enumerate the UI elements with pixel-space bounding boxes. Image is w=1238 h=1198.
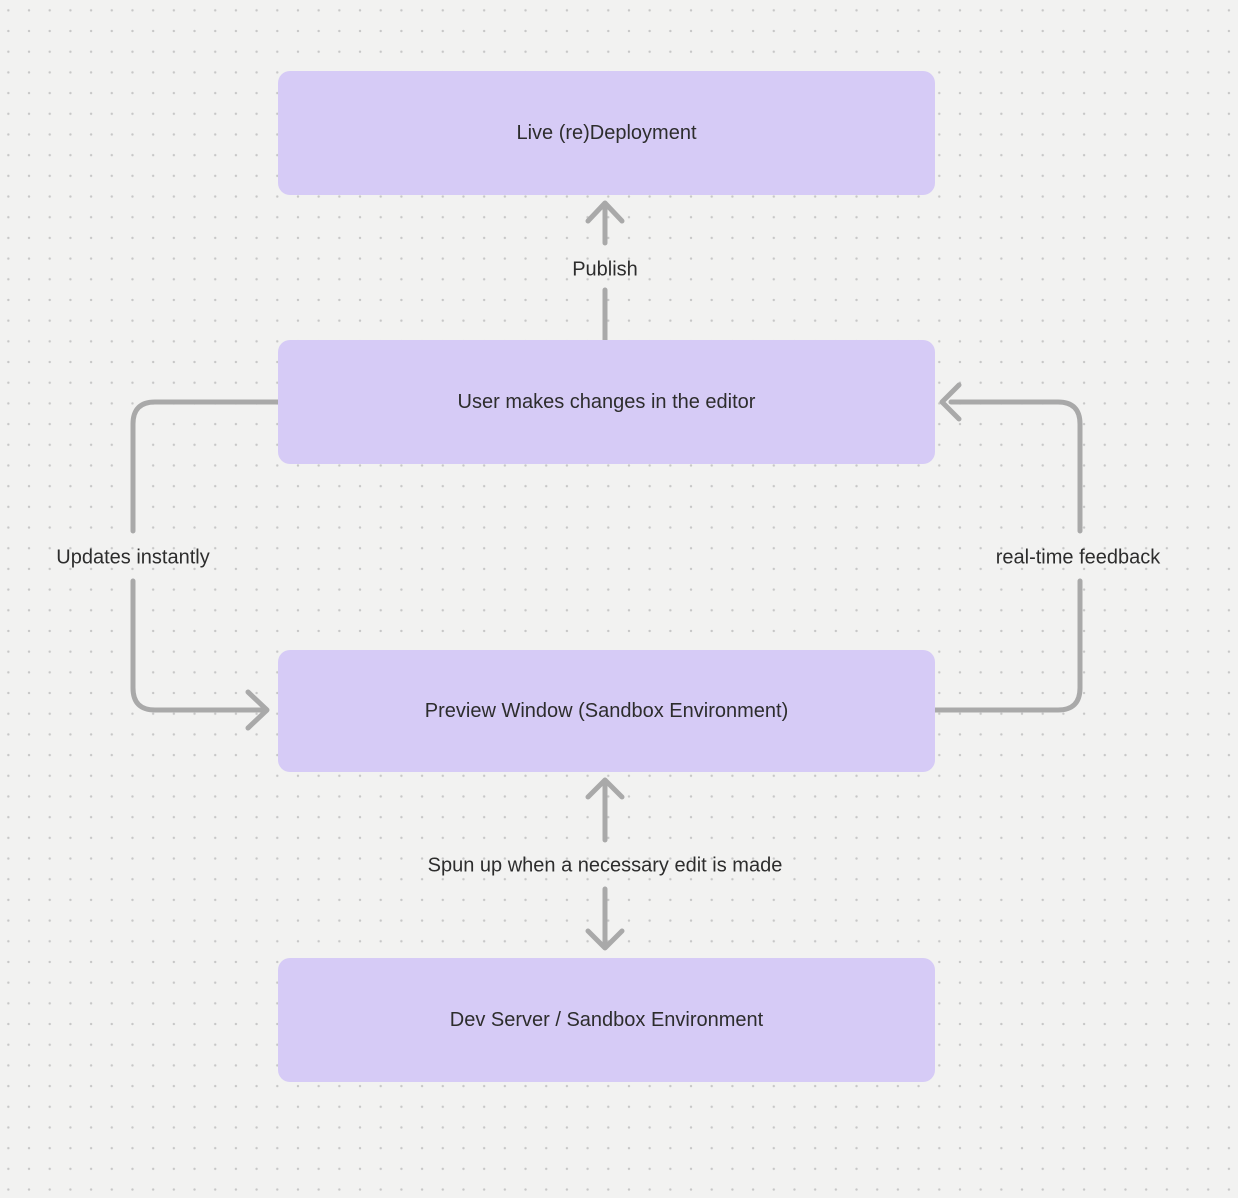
- edge-updates-instantly-arrow[interactable]: [130, 399, 281, 731]
- edge-spun-up-arrow[interactable]: [585, 777, 625, 951]
- edge-updates-instantly-label: Updates instantly: [56, 546, 210, 569]
- edge-real-time-feedback-arrow[interactable]: [932, 382, 1083, 713]
- node-dev-server[interactable]: Dev Server / Sandbox Environment: [278, 958, 935, 1082]
- node-preview-window[interactable]: Preview Window (Sandbox Environment): [278, 650, 935, 772]
- node-preview-window-label: Preview Window (Sandbox Environment): [424, 700, 789, 722]
- node-user-editor-label: User makes changes in the editor: [457, 391, 756, 413]
- node-live-redeployment[interactable]: Live (re)Deployment: [278, 71, 935, 195]
- edge-publish-label: Publish: [572, 258, 638, 281]
- edge-spun-up-label: Spun up when a necessary edit is made: [427, 854, 783, 877]
- edge-publish-arrow[interactable]: [585, 200, 625, 343]
- edge-real-time-feedback-label: real-time feedback: [995, 546, 1161, 569]
- node-live-redeployment-label: Live (re)Deployment: [516, 122, 697, 144]
- node-user-editor[interactable]: User makes changes in the editor: [278, 340, 935, 464]
- node-dev-server-label: Dev Server / Sandbox Environment: [449, 1009, 764, 1031]
